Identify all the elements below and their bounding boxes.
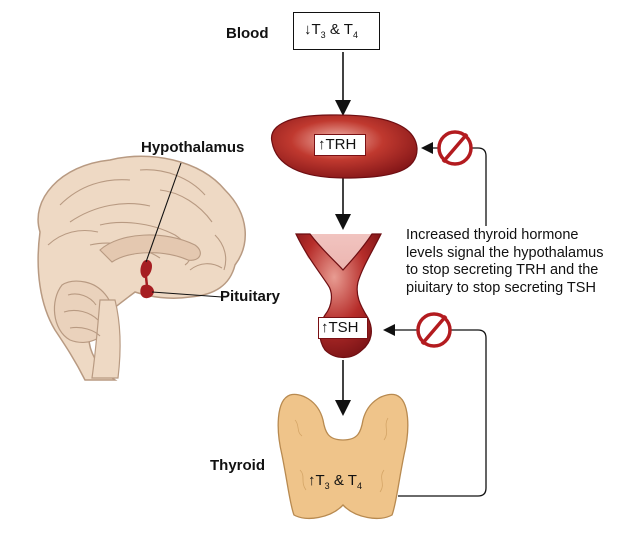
pituitary-leader [151, 291, 223, 298]
brainstem [91, 299, 121, 379]
up-arrow-icon: ↑ [308, 472, 316, 489]
blood-hormone-text: ↓T3 & T4 [304, 21, 358, 40]
feedback-loop-hypothalamus [421, 142, 487, 226]
up-arrow-icon: ↑ [321, 319, 329, 336]
inhibit-icon-pituitary [416, 312, 452, 348]
thyroid-organ [277, 393, 409, 519]
brain-pituitary [140, 284, 154, 299]
down-arrow-icon: ↓ [304, 21, 312, 38]
thyroid-hormone-text: ↑T3 & T4 [308, 472, 362, 491]
note-line: piuitary to stop secreting TSH [406, 279, 596, 296]
corpus-callosum [99, 234, 201, 263]
blood-level-box [293, 12, 380, 50]
trh-text: ↑TRH [318, 136, 357, 153]
feedback-loop-pituitary [383, 324, 487, 497]
brain-hypothalamus [140, 259, 152, 278]
tsh-text: ↑TSH [321, 319, 359, 336]
hypothalamus-leader [145, 162, 182, 263]
up-arrow-icon: ↑ [318, 136, 326, 153]
feedback-note: Increased thyroid hormone levels signal … [406, 227, 636, 297]
label-hypothalamus: Hypothalamus [141, 139, 245, 156]
note-line: levels signal the hypothalamus [406, 244, 604, 261]
trh-box [314, 134, 366, 156]
label-thyroid: Thyroid [210, 457, 265, 474]
inhibit-icon-hypothalamus [437, 130, 473, 166]
note-line: to stop secreting TRH and the [406, 262, 599, 278]
label-blood: Blood [226, 25, 269, 42]
note-line: Increased thyroid hormone [406, 227, 579, 243]
thyroid-texture [294, 417, 389, 493]
label-pituitary: Pituitary [220, 288, 281, 305]
tsh-box [318, 317, 368, 339]
brain-illustration [37, 155, 246, 381]
